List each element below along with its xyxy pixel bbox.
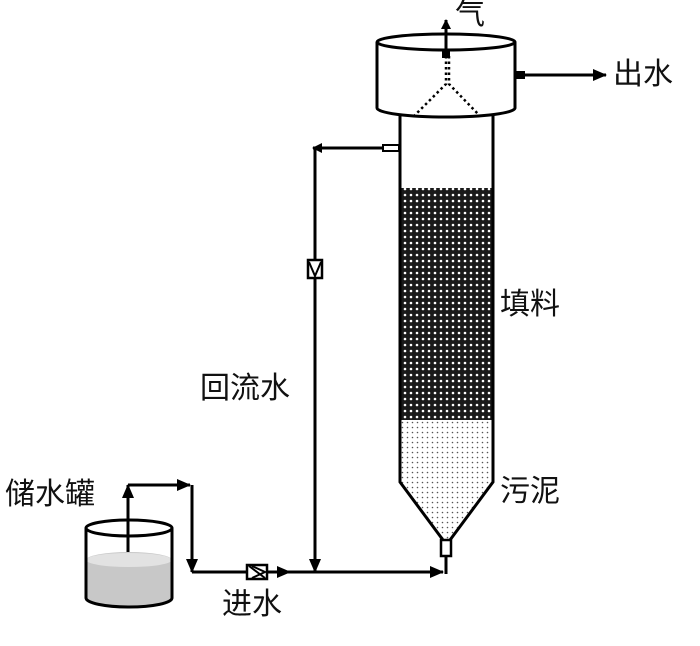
tank-label: 储水罐 [5, 477, 95, 512]
sludge-layer [400, 420, 493, 540]
reflux-valve [306, 258, 324, 280]
outlet-port [515, 71, 525, 79]
reflux-port [382, 144, 400, 152]
packing-layer [400, 188, 493, 420]
reactor-column [398, 115, 495, 574]
inlet-valve [245, 563, 269, 581]
bottom-nozzle [439, 538, 453, 558]
reflux-label: 回流水 [200, 371, 290, 406]
gas-label: 气 [455, 0, 485, 32]
outlet-label: 出水 [613, 57, 673, 92]
gas-port [442, 51, 450, 58]
reflux-line [306, 143, 400, 573]
inlet-line [122, 479, 444, 585]
settler-head [375, 19, 607, 119]
inlet-label: 进水 [222, 587, 282, 622]
packing-label: 填料 [500, 287, 560, 322]
sludge-label: 污泥 [500, 474, 560, 509]
storage-tank [84, 518, 174, 609]
